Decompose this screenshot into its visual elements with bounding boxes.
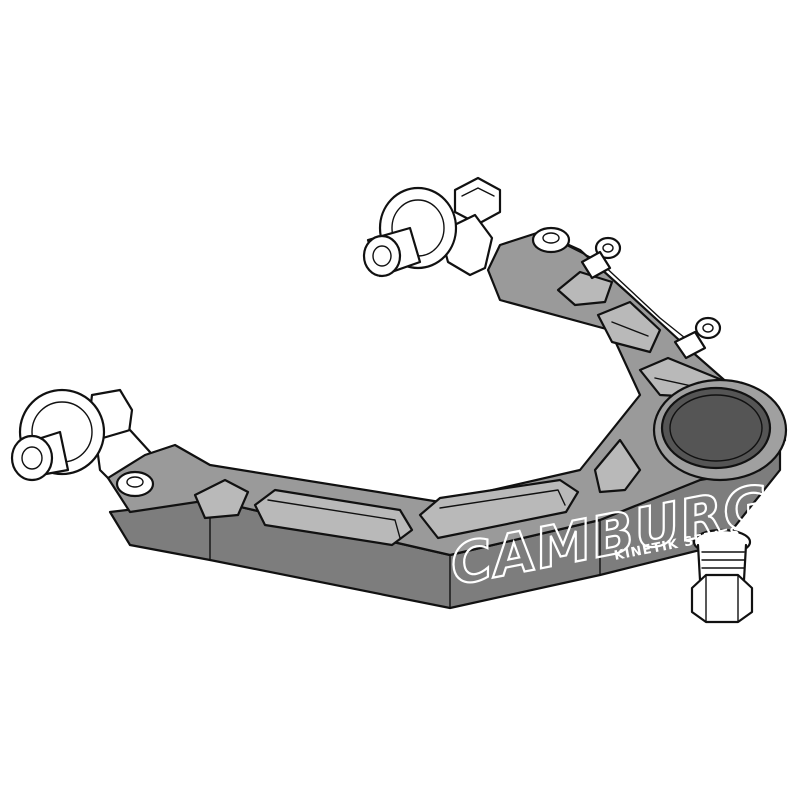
ball-joint bbox=[652, 378, 788, 482]
pivot-bolts bbox=[115, 226, 571, 498]
rear-rod-end bbox=[362, 176, 502, 278]
arm-pockets bbox=[193, 270, 724, 547]
brake-line-tabs bbox=[580, 236, 722, 360]
ball-joint-stud bbox=[690, 528, 754, 624]
